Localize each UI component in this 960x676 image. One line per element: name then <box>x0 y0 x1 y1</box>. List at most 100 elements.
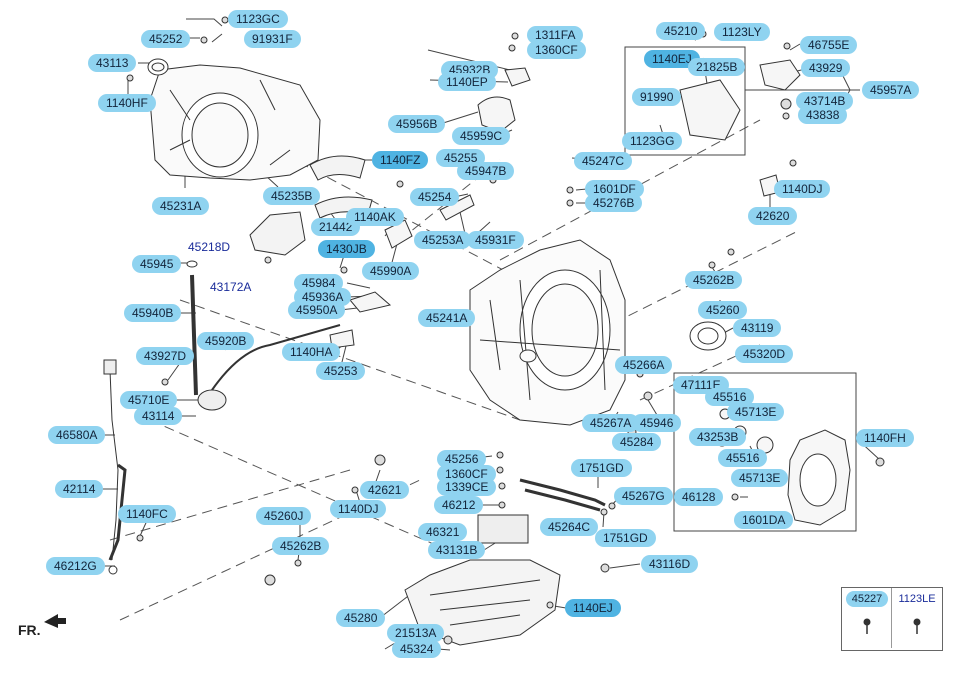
part-callout[interactable]: 45280 <box>336 609 386 627</box>
part-callout[interactable]: 46580A <box>48 426 106 444</box>
part-callout[interactable]: 45931F <box>467 231 524 249</box>
part-callout[interactable]: 45262B <box>685 271 743 289</box>
part-callout[interactable]: 43927D <box>136 347 195 365</box>
part-callout[interactable]: 1140DJ <box>330 500 387 518</box>
part-callout[interactable]: 46212G <box>46 557 105 575</box>
part-callout[interactable]: 45254 <box>410 188 460 206</box>
part-callout[interactable]: 43929 <box>801 59 851 77</box>
part-callout[interactable]: 45231A <box>152 197 210 215</box>
part-callout[interactable]: 1123GC <box>228 10 288 28</box>
detent-spring <box>439 194 475 221</box>
part-callout[interactable]: 45516 <box>718 449 768 467</box>
part-callout[interactable]: 45256 <box>437 450 487 468</box>
part-label-plain: 45218D <box>188 240 231 254</box>
part-callout[interactable]: 43131B <box>428 541 486 559</box>
legend-part-label: 1123LE <box>898 593 936 605</box>
legend-part-callout[interactable]: 45227 <box>846 591 888 607</box>
bolt-icons <box>863 618 921 634</box>
part-callout[interactable]: 45235B <box>263 187 321 205</box>
part-callout[interactable]: 45956B <box>388 115 446 133</box>
part-callout[interactable]: 43714B <box>796 92 854 110</box>
part-callout[interactable]: 45947B <box>457 162 515 180</box>
part-callout[interactable]: 1311FA <box>527 26 584 44</box>
part-callout[interactable]: 1140FZ <box>372 151 429 169</box>
part-callout[interactable]: 45260 <box>698 301 748 319</box>
part-callout[interactable]: 43838 <box>798 106 848 124</box>
part-callout[interactable]: 43253B <box>689 428 747 446</box>
part-callout[interactable]: 45945 <box>132 255 182 273</box>
part-callout[interactable]: 1751GD <box>595 529 656 547</box>
part-callout[interactable]: 45950A <box>288 301 346 319</box>
guide-line <box>179 299 521 421</box>
part-callout[interactable]: 42114 <box>55 480 104 498</box>
part-callout[interactable]: 91931F <box>244 30 301 48</box>
part-callout[interactable]: 45276B <box>585 194 643 212</box>
part-callout[interactable]: 42621 <box>360 481 410 499</box>
part-callout[interactable]: 45940B <box>124 304 182 322</box>
part-callout[interactable]: 46212 <box>434 496 484 514</box>
part-callout[interactable]: 45324 <box>392 640 442 658</box>
part-callout[interactable]: 1140FC <box>118 505 176 523</box>
part-callout[interactable]: 45262B <box>272 537 330 555</box>
part-callout[interactable]: 45260J <box>256 507 312 525</box>
part-callout[interactable]: 21825B <box>688 58 746 76</box>
part-callout[interactable]: 1360CF <box>527 41 586 59</box>
part-callout[interactable]: 1140EJ <box>565 599 621 617</box>
part-callout[interactable]: 1140HF <box>98 94 156 112</box>
part-callout[interactable]: 1601DA <box>734 511 794 529</box>
part-callout[interactable]: 45253 <box>316 362 366 380</box>
part-callout[interactable]: 43116D <box>641 555 699 573</box>
part-callout[interactable]: 1751GD <box>571 459 632 477</box>
part-callout[interactable]: 45266A <box>615 356 673 374</box>
part-callout[interactable]: 45247C <box>574 152 633 170</box>
part-callout[interactable]: 45252 <box>141 30 191 48</box>
part-callout[interactable]: 45267G <box>614 487 673 505</box>
part-callout[interactable]: 1339CE <box>437 478 497 496</box>
part-callout[interactable]: 43113 <box>88 54 137 72</box>
part-callout[interactable]: 45984 <box>294 274 344 292</box>
part-callout[interactable]: 45959C <box>452 127 511 145</box>
part-callout[interactable]: 1140EJ <box>644 50 700 68</box>
part-callout[interactable]: 45210 <box>656 22 706 40</box>
part-callout[interactable]: 1140EP <box>438 73 496 91</box>
part-callout[interactable]: 46755E <box>800 36 858 54</box>
bracket <box>249 211 306 256</box>
part-callout[interactable]: 1140DJ <box>774 180 831 198</box>
assembly-box-rear-cover <box>673 372 857 532</box>
part-callout[interactable]: 1140FH <box>856 429 914 447</box>
part-callout[interactable]: 45957A <box>862 81 920 99</box>
part-callout[interactable]: 45284 <box>612 433 662 451</box>
part-callout[interactable]: 1601DF <box>585 180 644 198</box>
bracket-right <box>759 59 801 91</box>
part-callout[interactable]: 46321 <box>418 523 468 541</box>
part-callout[interactable]: 45253A <box>414 231 472 249</box>
part-callout[interactable]: 46128 <box>674 488 724 506</box>
part-callout[interactable]: 45241A <box>418 309 476 327</box>
part-callout[interactable]: 1430JB <box>318 240 375 258</box>
part-label-plain: 43172A <box>210 280 252 294</box>
oil-seal <box>689 321 727 351</box>
part-callout[interactable]: 45264C <box>540 518 599 536</box>
part-callout[interactable]: 91990 <box>632 88 682 106</box>
part-callout[interactable]: 43114 <box>134 407 183 425</box>
part-callout[interactable]: 45320D <box>735 345 794 363</box>
part-callout[interactable]: 1123GG <box>622 132 683 150</box>
part-callout[interactable]: 1140HA <box>282 343 341 361</box>
part-callout[interactable]: 45713E <box>731 469 789 487</box>
part-callout[interactable]: 45713E <box>727 403 785 421</box>
part-callout[interactable]: 45946 <box>632 414 682 432</box>
legend-cell <box>842 588 892 648</box>
part-callout[interactable]: 45990A <box>362 262 420 280</box>
part-callout[interactable]: 45267A <box>582 414 640 432</box>
part-callout[interactable]: 43119 <box>733 319 782 337</box>
part-callout[interactable]: 1123LY <box>714 23 770 41</box>
part-callout[interactable]: 42620 <box>748 207 798 225</box>
part-callout[interactable]: 21513A <box>387 624 445 642</box>
cooler-pipe <box>519 478 606 507</box>
direction-label: FR. <box>18 622 41 638</box>
part-callout[interactable]: 45516 <box>705 388 755 406</box>
part-callout[interactable]: 45920B <box>197 332 255 350</box>
part-callout[interactable]: 45710E <box>120 391 178 409</box>
part-callout[interactable]: 1140AK <box>346 208 404 226</box>
